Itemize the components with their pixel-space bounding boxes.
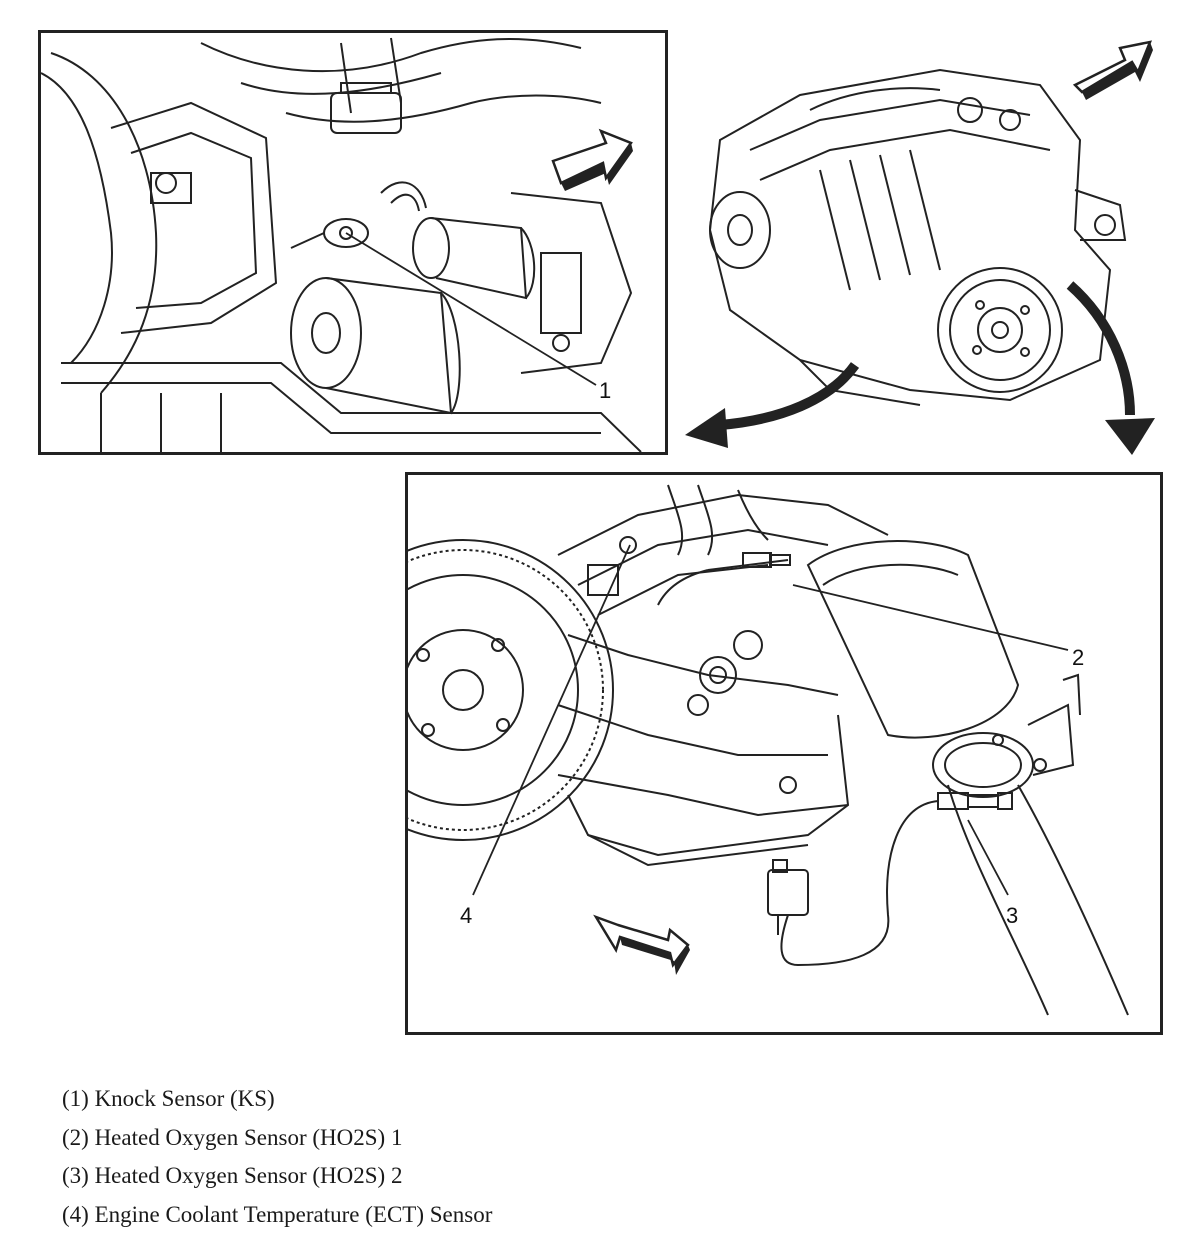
direction-arrow-icon bbox=[1072, 40, 1153, 100]
legend: (1) Knock Sensor (KS) (2) Heated Oxygen … bbox=[62, 1080, 1062, 1234]
callout-1: 1 bbox=[599, 378, 611, 403]
direction-arrow-icon bbox=[551, 128, 633, 191]
legend-item-ect-sensor: (4) Engine Coolant Temperature (ECT) Sen… bbox=[62, 1201, 493, 1227]
engine-overview-illustration bbox=[685, 40, 1155, 455]
oxygen-sensor-illustration: 2 3 4 bbox=[408, 484, 1129, 1016]
oxygen-sensor-detail-panel: 2 3 4 bbox=[405, 472, 1163, 1035]
callout-4: 4 bbox=[460, 903, 472, 928]
callout-leader-2 bbox=[792, 584, 1069, 651]
knock-sensor-detail-panel: 1 bbox=[38, 30, 668, 455]
legend-item-ho2s-1: (2) Heated Oxygen Sensor (HO2S) 1 bbox=[62, 1124, 403, 1150]
callout-3: 3 bbox=[1006, 903, 1018, 928]
callout-leader-1 bbox=[345, 232, 597, 386]
callout-leader-3 bbox=[967, 819, 1009, 896]
engine-overview bbox=[680, 30, 1180, 460]
knock-sensor-illustration: 1 bbox=[41, 37, 642, 452]
callout-2: 2 bbox=[1072, 645, 1084, 670]
curved-arrow-down-icon bbox=[1066, 281, 1155, 455]
curved-arrow-left-icon bbox=[685, 361, 860, 448]
legend-item-knock-sensor: (1) Knock Sensor (KS) bbox=[62, 1086, 275, 1111]
legend-item-ho2s-2: (3) Heated Oxygen Sensor (HO2S) 2 bbox=[62, 1163, 403, 1188]
direction-arrow-icon bbox=[593, 914, 690, 975]
callout-leader-4 bbox=[472, 544, 631, 896]
